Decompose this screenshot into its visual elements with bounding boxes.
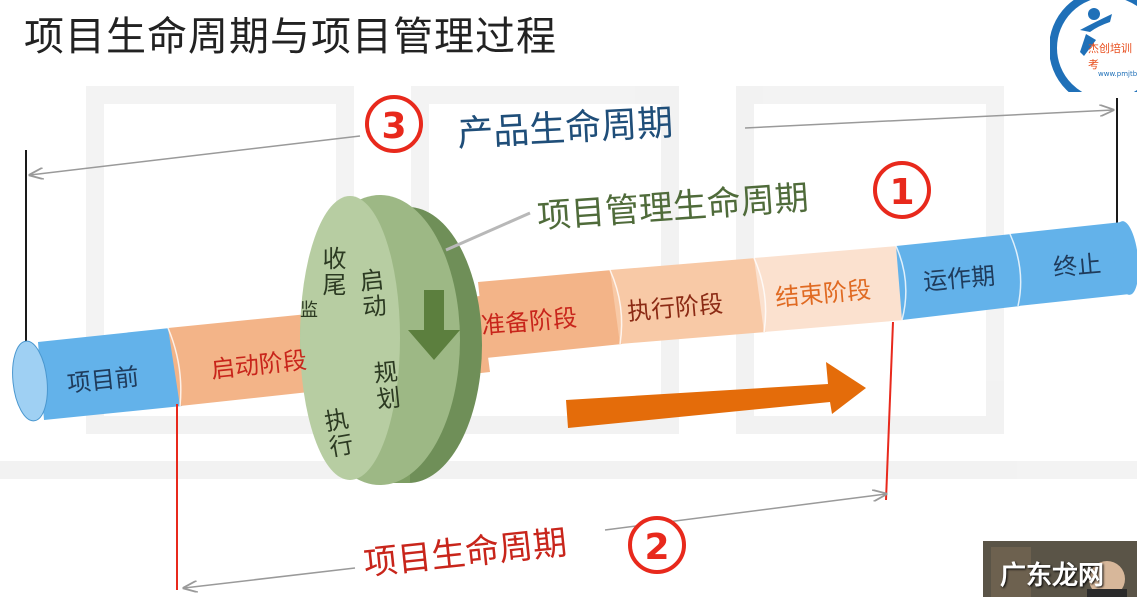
pm-lifecycle-number: 1 bbox=[889, 172, 914, 213]
product-arrow-right bbox=[744, 110, 1113, 129]
webcam-caption: 广东龙网 bbox=[1000, 561, 1105, 591]
project-lifecycle-label: 项目生命周期 bbox=[362, 523, 569, 584]
logo bbox=[1050, 0, 1137, 92]
pm-callout-line bbox=[445, 211, 531, 252]
process-wheel bbox=[300, 195, 482, 485]
wheel-phase-closing: 收尾 bbox=[318, 246, 346, 298]
product-lifecycle-badge bbox=[365, 95, 423, 153]
slide-title: 项目生命周期与项目管理过程 bbox=[24, 14, 557, 60]
pm-lifecycle-badge bbox=[873, 161, 931, 219]
product-lifecycle-number: 3 bbox=[381, 106, 406, 147]
product-lifecycle-label: 产品生命周期 bbox=[456, 103, 674, 155]
logo-url: www.pmjtb.cn bbox=[1098, 70, 1137, 78]
project-lifecycle-number: 2 bbox=[644, 527, 669, 568]
project-end-line bbox=[885, 321, 894, 501]
webcam-overlay bbox=[983, 541, 1137, 597]
segment-operation: 运作期 bbox=[922, 262, 996, 296]
segment-termination: 终止 bbox=[1052, 250, 1102, 282]
direction-arrow bbox=[566, 362, 866, 428]
product-arrow-left bbox=[30, 135, 361, 175]
logo-text: 杰创培训考 bbox=[1088, 42, 1132, 71]
project-lifecycle-badge bbox=[628, 516, 686, 574]
project-arrow-left bbox=[184, 567, 356, 588]
wheel-phase-planning: 规划 bbox=[368, 359, 401, 414]
wheel-phase-initiating: 启动 bbox=[354, 267, 387, 322]
wheel-phase-partial: 监 bbox=[300, 300, 318, 321]
down-arrow-icon bbox=[408, 290, 460, 360]
